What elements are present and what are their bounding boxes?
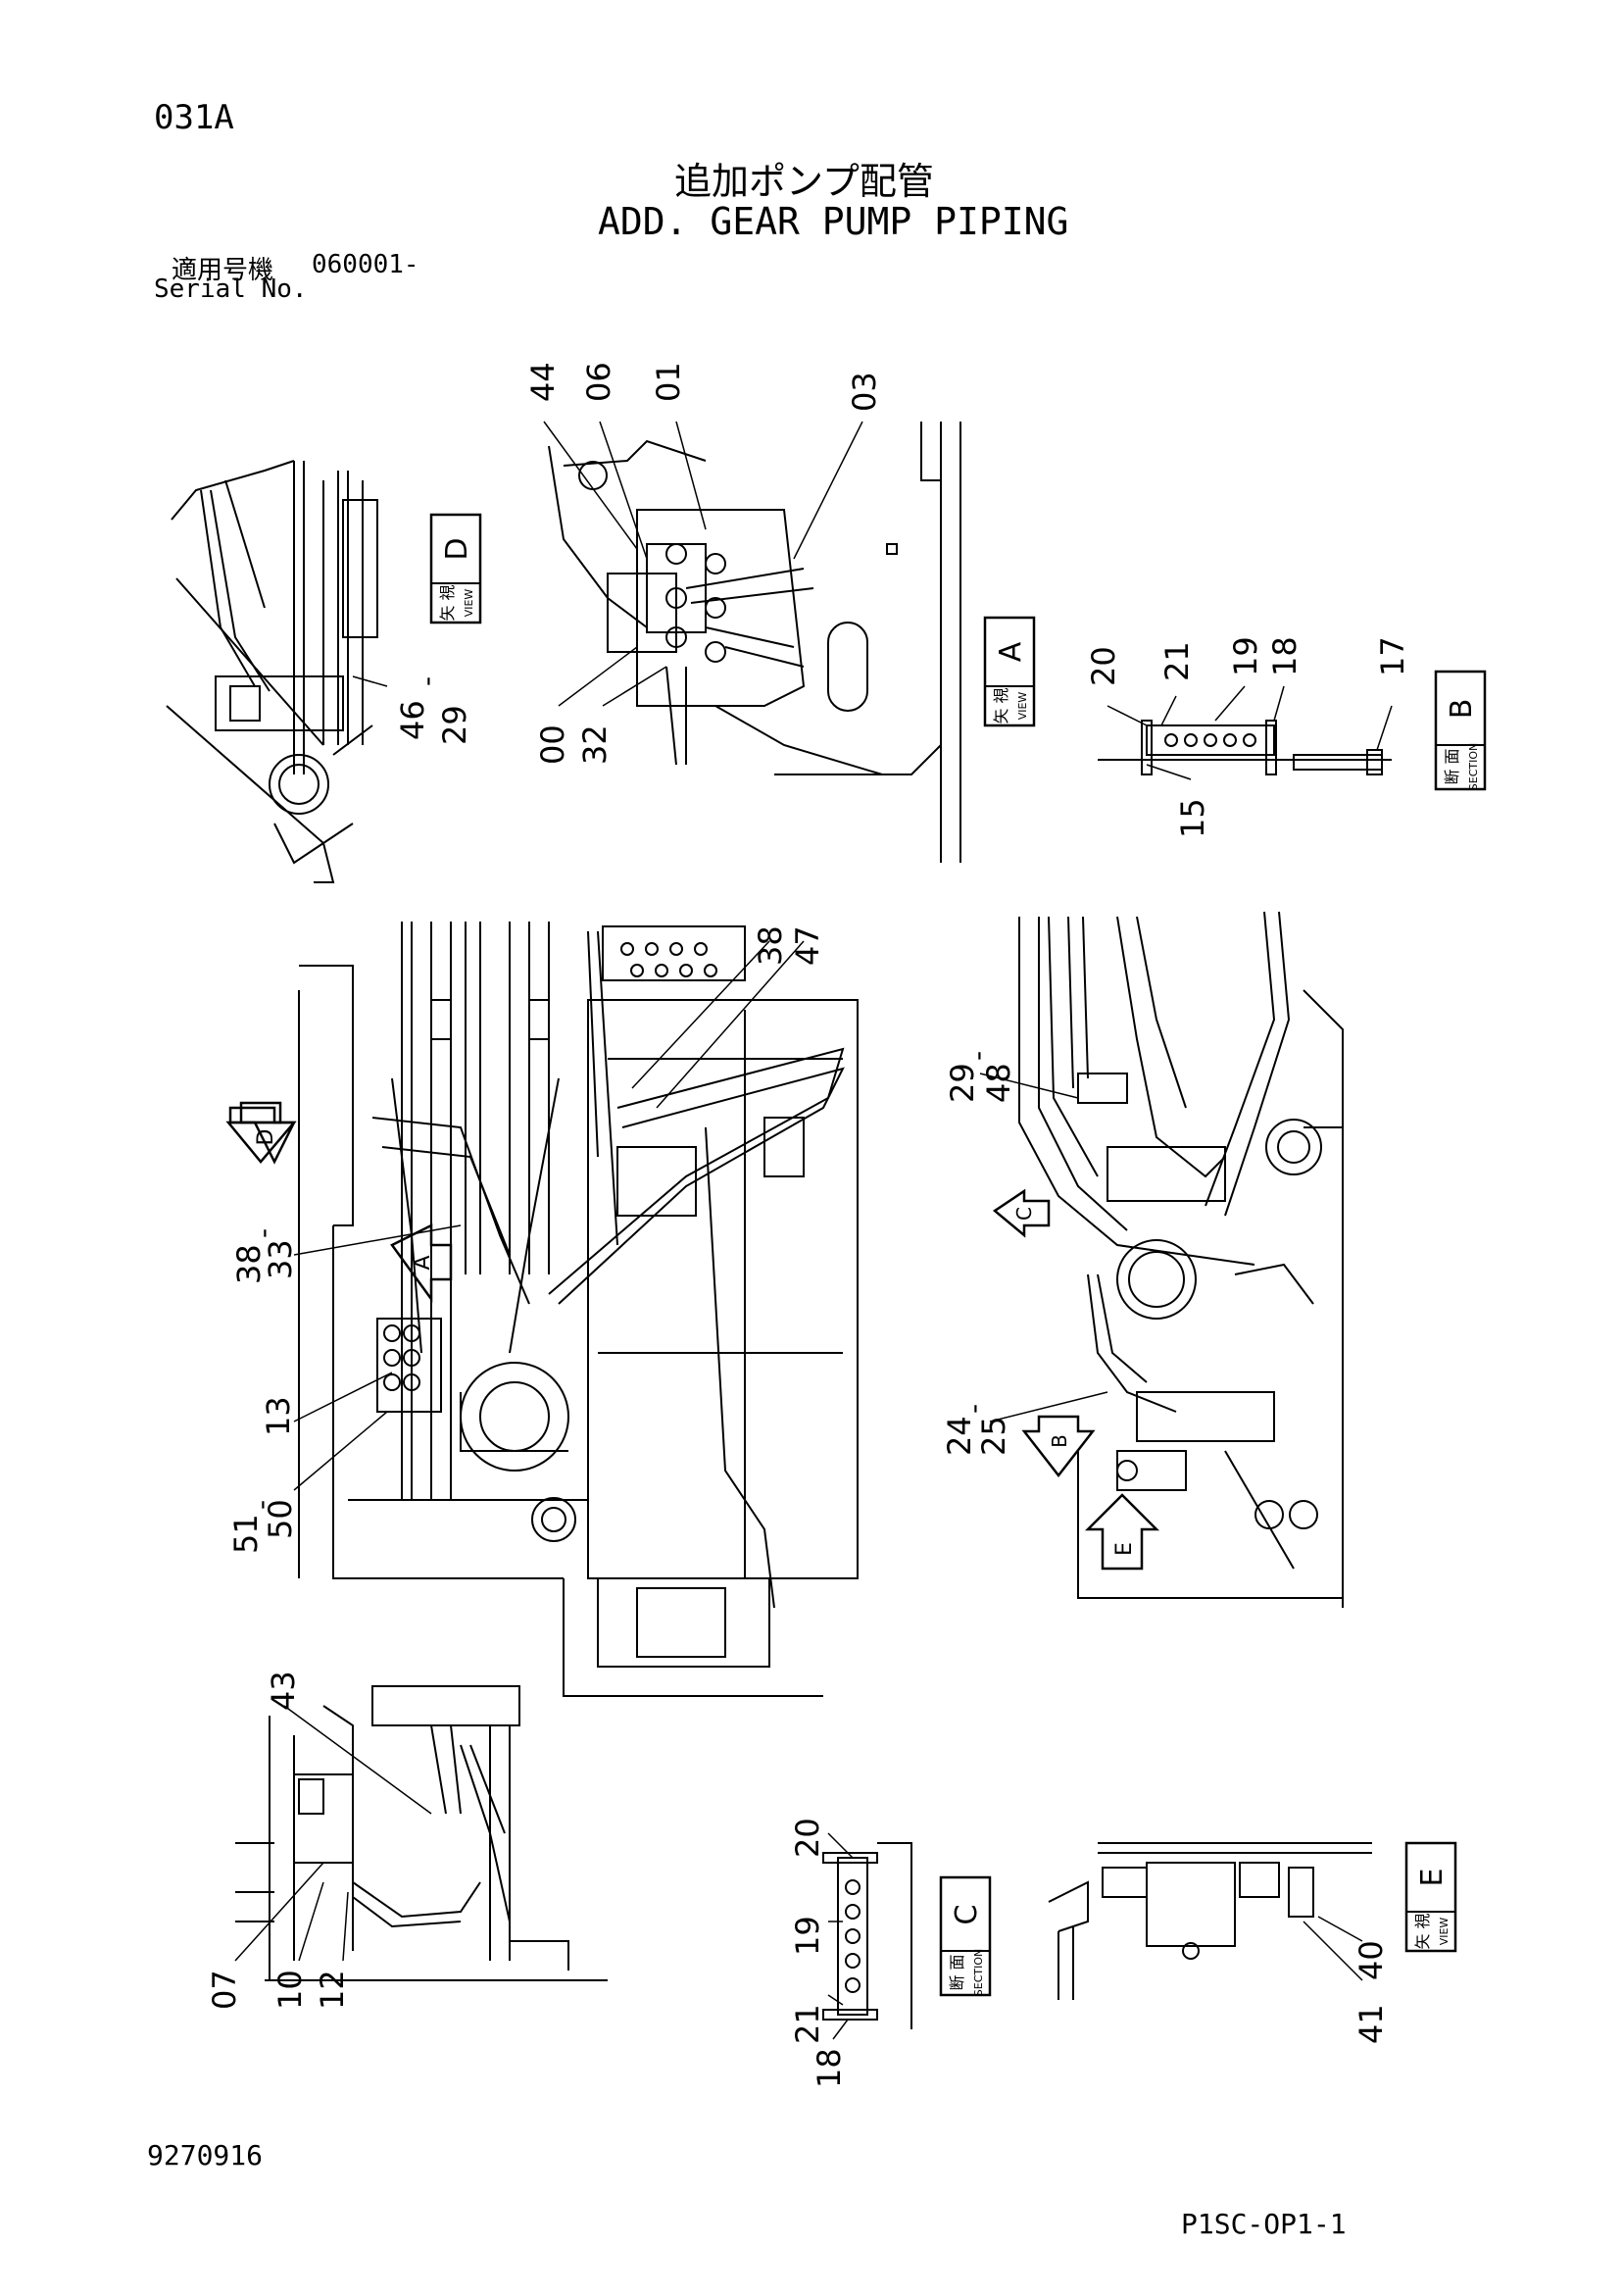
callout-33: 33 [262, 1239, 299, 1279]
callout-48: 48 [980, 1063, 1017, 1103]
view-label-e: 矢 視 VIEW E [1404, 1841, 1457, 1953]
callout-dash-46: - [411, 676, 443, 686]
view-arrow-b: B [1021, 1415, 1096, 1478]
callout-40: 40 [1352, 1940, 1390, 1980]
view-a-drawing [548, 422, 961, 863]
view-e-letter: E [1415, 1869, 1450, 1887]
view-e-label-jp: 矢 視 [1413, 1913, 1432, 1949]
view-arrow-d: D [225, 1101, 297, 1165]
serial-label-japanese: 適用号機 [172, 256, 274, 285]
callout-46: 46 [394, 700, 431, 740]
callout-43: 43 [265, 1671, 302, 1711]
callout-07: 07 [206, 1970, 243, 2010]
view-e-label-en: VIEW [1438, 1918, 1451, 1946]
callout-dash-51: - [245, 1500, 277, 1510]
drawing-code: 031A [154, 98, 234, 137]
section-label-b: 断 面 SECTION B [1434, 670, 1487, 791]
view-arrow-c: C [992, 1188, 1051, 1238]
leader-lines [234, 421, 1393, 2040]
view-d-label-en: VIEW [463, 589, 475, 618]
callout-19-bottom: 19 [789, 1916, 826, 1956]
callout-32: 32 [576, 724, 614, 765]
callout-18-bottom: 18 [811, 2048, 848, 2088]
callout-numbers: 44 06 01 03 00 32 46 - 29 20 21 19 18 17… [206, 362, 1411, 2088]
callout-24: 24 [941, 1416, 978, 1456]
callout-29-top: 29 [436, 705, 473, 745]
view-d-drawing [166, 460, 378, 883]
view-d-label-jp: 矢 視 [438, 584, 457, 621]
view-arrow-a: A [390, 1223, 453, 1303]
callout-29-right: 29 [944, 1063, 981, 1103]
callout-13: 13 [260, 1396, 297, 1436]
callout-dash-29: - [961, 1051, 994, 1061]
main-center-drawing [298, 922, 859, 1697]
bottom-left-drawing [235, 1685, 608, 1981]
arrow-d-letter: D [254, 1129, 278, 1146]
callout-44: 44 [524, 362, 562, 402]
callout-38-top: 38 [752, 925, 789, 966]
callout-01: 01 [650, 362, 687, 402]
callout-38-mid: 38 [230, 1244, 268, 1284]
view-a-letter: A [994, 641, 1028, 662]
arrow-c-letter: C [1012, 1207, 1036, 1221]
callout-17: 17 [1374, 636, 1411, 676]
title-japanese: 追加ポンプ配管 [674, 160, 934, 203]
callout-dash-24: - [958, 1404, 990, 1414]
section-c-label-jp: 断 面 [948, 1954, 966, 1990]
section-label-c: 断 面 SECTION C [939, 1875, 992, 1997]
callout-18-top: 18 [1266, 636, 1303, 676]
view-arrow-e: E [1084, 1493, 1160, 1571]
callout-21-top: 21 [1158, 641, 1196, 681]
arrow-b-letter: B [1048, 1434, 1071, 1448]
callout-47: 47 [789, 925, 826, 966]
section-c-label-en: SECTION [972, 1949, 985, 1996]
callout-50: 50 [262, 1499, 299, 1539]
title-english: ADD. GEAR PUMP PIPING [598, 200, 1069, 243]
section-b-drawing [1098, 720, 1392, 775]
callout-10: 10 [271, 1970, 309, 2010]
view-a-label-jp: 矢 視 [992, 687, 1010, 724]
callout-19-top: 19 [1227, 636, 1264, 676]
callout-00: 00 [534, 724, 571, 765]
callout-21-bottom: 21 [789, 2004, 826, 2044]
serial-number-value: 060001- [312, 250, 419, 279]
section-c-letter: C [950, 1905, 984, 1925]
callout-03: 03 [846, 372, 883, 412]
view-a-label-en: VIEW [1016, 692, 1029, 721]
section-b-letter: B [1445, 699, 1479, 720]
callout-25: 25 [975, 1416, 1012, 1456]
view-label-d: 矢 視 VIEW D [429, 513, 482, 624]
view-label-a: 矢 視 VIEW A [983, 616, 1036, 727]
view-e-drawing [1048, 1842, 1372, 2000]
section-b-label-jp: 断 面 [1443, 748, 1461, 784]
callout-06: 06 [580, 362, 617, 402]
callout-15: 15 [1174, 798, 1211, 838]
serial-label-english: Serial No. [154, 275, 308, 304]
right-side-drawing [1018, 911, 1344, 1608]
callout-41: 41 [1352, 2004, 1390, 2044]
callout-12: 12 [314, 1970, 351, 2010]
arrow-a-letter: A [411, 1255, 435, 1270]
sheet-code: P1SC-OP1-1 [1181, 2208, 1347, 2240]
section-b-label-en: SECTION [1467, 743, 1480, 790]
arrow-e-letter: E [1112, 1542, 1137, 1556]
callout-20-top: 20 [1085, 646, 1122, 686]
callout-51: 51 [227, 1514, 265, 1554]
document-number: 9270916 [147, 2139, 264, 2171]
section-c-drawing [822, 1842, 912, 2029]
callout-20-bottom: 20 [789, 1818, 826, 1858]
callout-dash-38: - [247, 1228, 279, 1238]
view-d-letter: D [440, 537, 474, 560]
